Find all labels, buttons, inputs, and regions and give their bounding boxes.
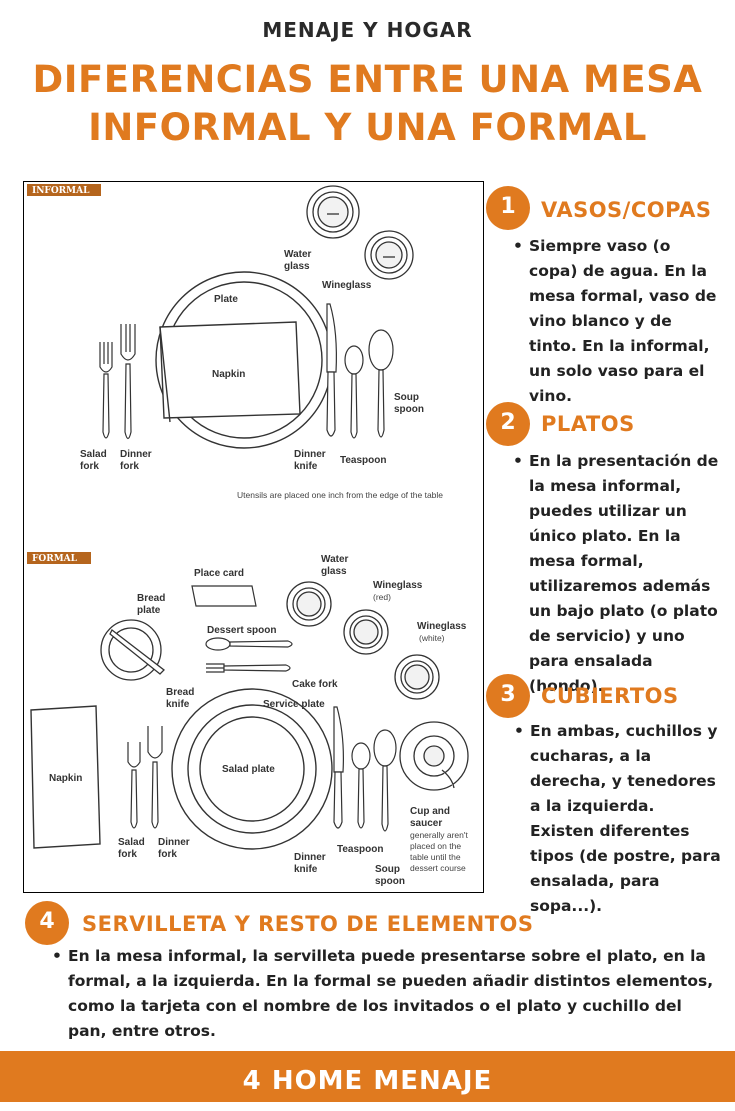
label-wineglass-red: Wineglass: [373, 580, 423, 591]
label-plate: Plate: [214, 294, 238, 305]
footer-brand: 4 HOME MENAJE: [0, 1051, 735, 1102]
label-wineglass: Wineglass: [322, 280, 372, 291]
label-formal-napkin: Napkin: [49, 773, 82, 784]
informal-salad-fork: [99, 342, 113, 439]
label-service-plate: Service plate: [263, 699, 325, 710]
formal-bread-plate: [100, 619, 165, 681]
label-napkin: Napkin: [212, 369, 245, 380]
informal-note: Utensils are placed one inch from the ed…: [237, 490, 443, 500]
section-4-number: 4: [25, 901, 69, 945]
formal-cup-saucer: [399, 721, 469, 791]
formal-water-glass: [286, 581, 332, 627]
informal-teaspoon: [344, 345, 364, 439]
informal-tag: INFORMAL: [27, 184, 101, 196]
section-2-text: En la presentación de la mesa informal, …: [513, 449, 729, 699]
section-3-title: CUBIERTOS: [541, 684, 679, 708]
label-place-card: Place card: [194, 568, 244, 579]
svg-text:INFORMAL: INFORMAL: [32, 186, 90, 196]
section-3-number: 3: [486, 674, 530, 718]
section-4-title: SERVILLETA Y RESTO DE ELEMENTOS: [82, 912, 534, 936]
formal-wineglass-red: [343, 609, 389, 655]
header-kicker: MENAJE Y HOGAR: [262, 18, 473, 42]
label-formal-teaspoon: Teaspoon: [337, 844, 383, 855]
label-salad-plate: Salad plate: [222, 764, 275, 775]
page-title: DIFERENCIAS ENTRE UNA MESA INFORMAL Y UN…: [0, 56, 735, 152]
section-4-text: En la mesa informal, la servilleta puede…: [52, 944, 718, 1044]
formal-teaspoon: [351, 742, 371, 829]
formal-napkin: [30, 705, 101, 849]
formal-dinner-knife: [333, 706, 344, 829]
formal-tag: FORMAL: [27, 552, 91, 564]
svg-text:FORMAL: FORMAL: [32, 554, 78, 564]
section-1-title: VASOS/COPAS: [541, 198, 712, 222]
section-2-title: PLATOS: [541, 412, 635, 436]
label-dessert-spoon: Dessert spoon: [207, 625, 276, 636]
section-1-number: 1: [486, 186, 530, 230]
informal-water-glass: [306, 185, 360, 239]
label-wineglass-white: Wineglass: [417, 621, 467, 632]
title-line-2: INFORMAL Y UNA FORMAL: [88, 106, 647, 149]
formal-place-card: [191, 585, 257, 607]
title-line-1: DIFERENCIAS ENTRE UNA MESA: [32, 58, 703, 101]
section-3-text: En ambas, cuchillos y cucharas, a la der…: [514, 719, 722, 919]
informal-dinner-knife: [326, 303, 337, 437]
formal-wineglass-white: [394, 654, 440, 700]
label-teaspoon: Teaspoon: [340, 455, 386, 466]
formal-service-plate: [171, 688, 333, 850]
formal-salad-fork: [127, 742, 141, 829]
section-1-text: Siempre vaso (o copa) de agua. En la mes…: [513, 234, 724, 409]
informal-wineglass: [364, 230, 414, 280]
formal-cake-fork: [206, 663, 291, 673]
formal-dessert-spoon: [205, 637, 293, 651]
formal-dinner-fork: [147, 726, 163, 829]
informal-soup-spoon: [368, 329, 394, 438]
label-white: (white): [419, 633, 445, 643]
informal-napkin: [159, 321, 301, 423]
label-cake-fork: Cake fork: [292, 679, 338, 690]
label-red: (red): [373, 592, 391, 602]
informal-dinner-fork: [120, 324, 136, 440]
section-2-number: 2: [486, 402, 530, 446]
formal-soup-spoon: [373, 729, 397, 832]
